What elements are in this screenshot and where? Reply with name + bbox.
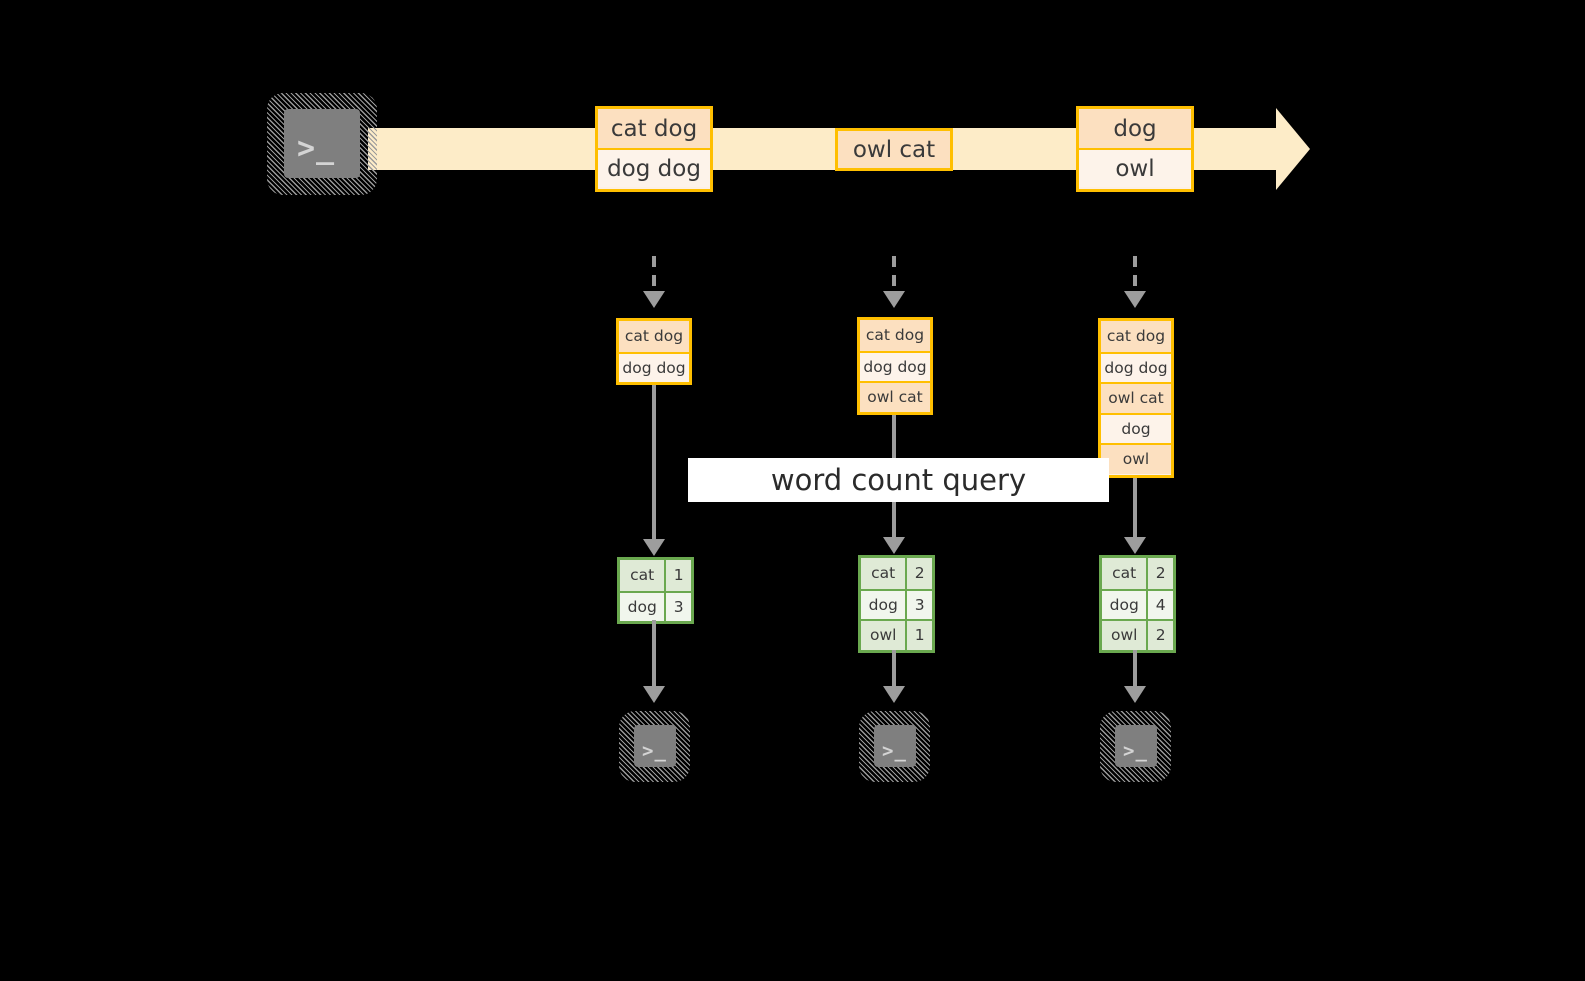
- result-row: cat 2: [861, 558, 932, 589]
- connector-arrowhead: [1124, 537, 1146, 554]
- result-key: owl: [861, 621, 906, 650]
- query-connector: [1133, 478, 1137, 547]
- result-row: owl 1: [861, 619, 932, 650]
- sink-connector: [652, 620, 656, 692]
- input-line: cat dog: [619, 321, 689, 352]
- dashed-connector: [652, 256, 656, 295]
- result-key: owl: [1102, 621, 1147, 650]
- result-count: 4: [1146, 590, 1173, 619]
- result-key: cat: [1102, 558, 1147, 589]
- input-line: owl: [1101, 443, 1171, 474]
- input-line: dog: [1101, 412, 1171, 443]
- result-table: cat 2 dog 4 owl 2: [1099, 555, 1176, 653]
- result-row: cat 1: [620, 560, 691, 591]
- accumulated-input-box: cat dog dog dog owl cat dog owl: [1098, 318, 1174, 478]
- stream-arrow-head: [1276, 108, 1310, 190]
- result-count: 1: [664, 560, 691, 591]
- terminal-prompt-glyph: >_: [642, 740, 667, 762]
- result-count: 2: [1146, 621, 1173, 650]
- source-terminal-icon: >_: [276, 101, 368, 186]
- result-key: dog: [861, 590, 906, 619]
- connector-arrowhead: [883, 686, 905, 703]
- connector-arrowhead: [643, 686, 665, 703]
- connector-arrowhead: [883, 537, 905, 554]
- result-key: cat: [620, 560, 665, 591]
- input-line: dog dog: [860, 350, 930, 381]
- terminal-prompt-glyph: >_: [1123, 740, 1148, 762]
- result-row: owl 2: [1102, 619, 1173, 650]
- query-connector: [652, 385, 656, 549]
- sink-connector: [892, 650, 896, 692]
- sink-terminal-icon: >_: [1107, 717, 1165, 775]
- stream-event-box: owl cat: [835, 128, 953, 171]
- input-line: cat dog: [1101, 321, 1171, 352]
- input-line: dog dog: [1101, 351, 1171, 382]
- result-row: cat 2: [1102, 558, 1173, 589]
- query-label: word count query: [688, 458, 1109, 502]
- connector-arrowhead: [643, 539, 665, 556]
- result-key: cat: [861, 558, 906, 589]
- result-count: 1: [905, 621, 932, 650]
- result-table: cat 1 dog 3: [617, 557, 694, 624]
- terminal-prompt-glyph: >_: [882, 740, 907, 762]
- result-row: dog 3: [620, 590, 691, 621]
- sink-connector: [1133, 650, 1137, 692]
- input-line: cat dog: [860, 320, 930, 351]
- terminal-prompt-glyph: >_: [297, 131, 336, 166]
- stream-event-line: owl cat: [838, 131, 950, 168]
- sink-terminal-icon: >_: [866, 717, 924, 775]
- input-line: dog dog: [619, 351, 689, 382]
- result-count: 3: [905, 590, 932, 619]
- connector-arrowhead: [883, 291, 905, 308]
- stream-event-line: cat dog: [598, 109, 710, 148]
- connector-arrowhead: [1124, 686, 1146, 703]
- stream-event-line: owl: [1079, 148, 1191, 187]
- accumulated-input-box: cat dog dog dog owl cat: [857, 317, 933, 415]
- stream-event-line: dog: [1079, 109, 1191, 148]
- result-row: dog 4: [1102, 588, 1173, 619]
- dashed-connector: [1133, 256, 1137, 295]
- result-table: cat 2 dog 3 owl 1: [858, 555, 935, 653]
- stream-event-box: dog owl: [1076, 106, 1194, 192]
- stream-event-box: cat dog dog dog: [595, 106, 713, 192]
- result-key: dog: [1102, 590, 1147, 619]
- input-line: owl cat: [860, 381, 930, 412]
- accumulated-input-box: cat dog dog dog: [616, 318, 692, 385]
- input-line: owl cat: [1101, 382, 1171, 413]
- sink-terminal-icon: >_: [626, 717, 684, 775]
- connector-arrowhead: [1124, 291, 1146, 308]
- result-row: dog 3: [861, 588, 932, 619]
- dashed-connector: [892, 256, 896, 295]
- result-count: 2: [1146, 558, 1173, 589]
- result-count: 2: [905, 558, 932, 589]
- result-key: dog: [620, 592, 665, 621]
- connector-arrowhead: [643, 291, 665, 308]
- stream-event-line: dog dog: [598, 148, 710, 187]
- result-count: 3: [664, 592, 691, 621]
